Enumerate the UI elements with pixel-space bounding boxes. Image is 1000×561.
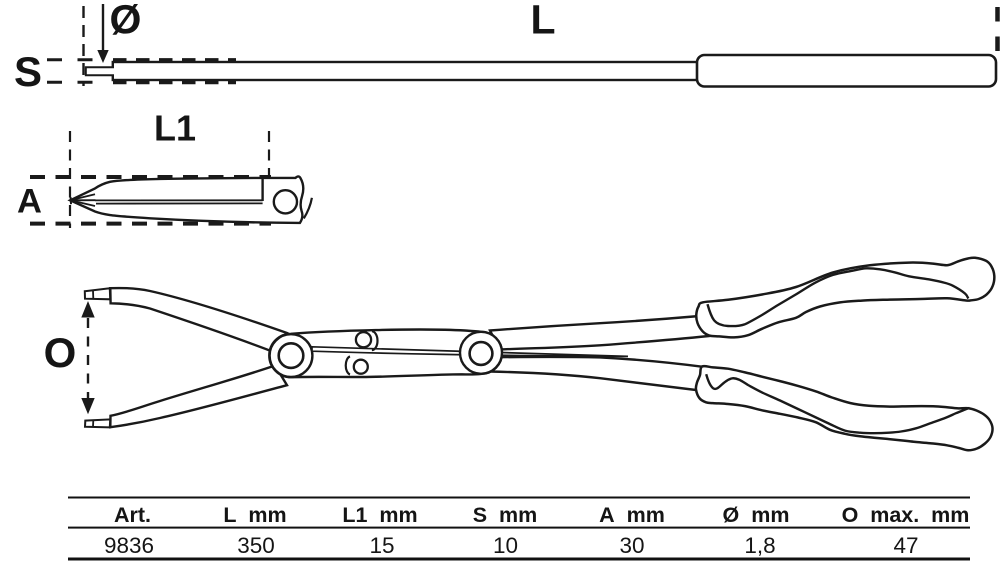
svg-text:Ø: Ø [110,0,142,42]
svg-text:S mm: S mm [473,503,538,527]
svg-text:L: L [530,0,555,42]
svg-text:A: A [17,183,42,221]
svg-text:O: O [44,329,77,376]
svg-text:350: 350 [237,533,275,558]
svg-text:15: 15 [369,533,394,558]
svg-text:L1: L1 [154,108,196,149]
svg-text:10: 10 [493,533,518,558]
svg-text:Ø mm: Ø mm [723,503,790,527]
svg-text:30: 30 [619,533,644,558]
svg-text:9836: 9836 [104,533,154,558]
svg-text:O max. mm: O max. mm [842,503,970,527]
svg-text:Art.: Art. [114,503,151,527]
svg-text:A mm: A mm [599,503,665,527]
svg-text:1,8: 1,8 [744,533,775,558]
svg-text:S: S [14,48,42,95]
svg-text:47: 47 [893,533,918,558]
svg-text:L1 mm: L1 mm [342,503,417,527]
svg-text:L mm: L mm [223,503,286,527]
